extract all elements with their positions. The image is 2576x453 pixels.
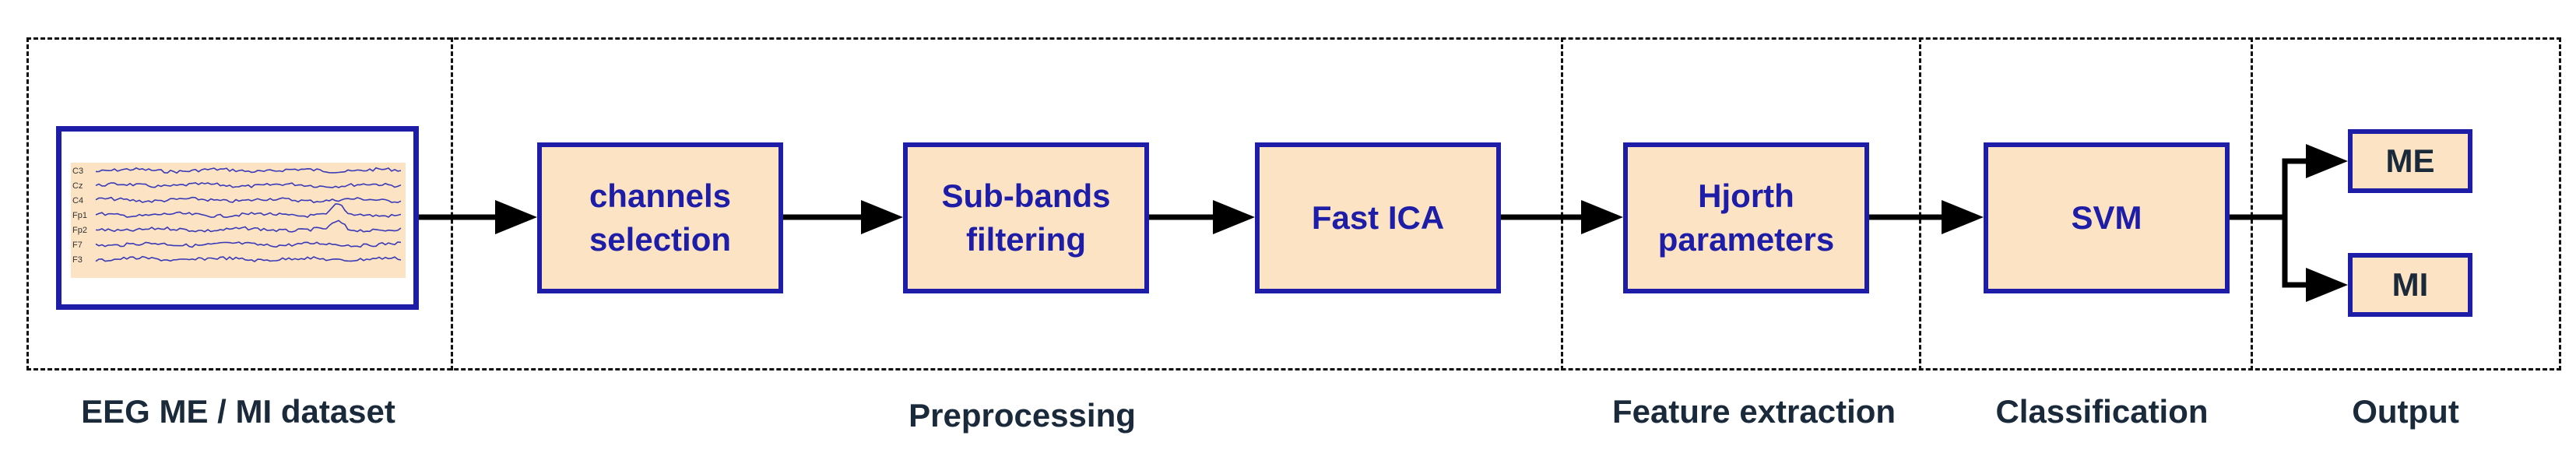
section-label-dataset: EEG ME / MI dataset: [81, 393, 395, 430]
eeg-channel-label: Cz: [72, 181, 83, 191]
sub-bands-filtering-line-1: Sub-bands: [941, 177, 1111, 214]
eeg-trace: [95, 241, 402, 248]
channels-selection-block: channels selection: [537, 142, 783, 293]
arrowhead-fastica: [1213, 200, 1255, 234]
arrowhead-me: [2306, 144, 2348, 178]
svm-label: SVM: [2071, 199, 2142, 236]
output-me-box: ME: [2348, 129, 2472, 193]
sub-bands-filtering-line-2: filtering: [966, 221, 1086, 258]
arrowhead-channels: [495, 200, 537, 234]
pipeline-frame: [26, 37, 2561, 370]
eeg-trace: [95, 167, 402, 174]
eeg-channel-label: Fp1: [72, 211, 87, 220]
output-mi-label: MI: [2391, 266, 2429, 303]
section-divider-feature: [1919, 37, 1921, 370]
section-label-classification: Classification: [1995, 393, 2209, 430]
arrowhead-subbands: [861, 200, 903, 234]
svm-block: SVM: [1984, 142, 2230, 293]
output-mi-box: MI: [2348, 253, 2472, 317]
eeg-channel-label: C4: [72, 196, 83, 205]
arrow-branch-mi: [2282, 217, 2309, 288]
section-divider-classification: [2251, 37, 2253, 370]
output-me-label: ME: [2385, 142, 2435, 179]
eeg-trace: [95, 203, 402, 219]
section-divider-preprocessing: [1561, 37, 1563, 370]
fast-ica-block: Fast ICA: [1255, 142, 1501, 293]
hjorth-line-2: parameters: [1657, 221, 1835, 258]
section-label-output: Output: [2352, 393, 2459, 430]
sub-bands-filtering-block: Sub-bands filtering: [903, 142, 1149, 293]
hjorth-line-1: Hjorth: [1698, 177, 1794, 214]
eeg-trace: [95, 181, 402, 188]
section-divider-dataset: [451, 37, 453, 370]
eeg-trace: [95, 255, 402, 262]
arrow-branch-me: [2282, 158, 2309, 217]
section-label-preprocessing: Preprocessing: [908, 397, 1136, 434]
section-label-feature-extraction: Feature extraction: [1611, 393, 1896, 430]
eeg-trace: [95, 196, 402, 204]
channels-selection-line-1: channels: [589, 177, 732, 214]
hjorth-parameters-block: Hjorth parameters: [1623, 142, 1869, 293]
channels-selection-line-2: selection: [589, 221, 732, 258]
fast-ica-label: Fast ICA: [1311, 199, 1445, 236]
eeg-trace: [96, 219, 402, 233]
eeg-channel-label: C3: [72, 167, 83, 176]
arrowhead-hjorth: [1581, 200, 1623, 234]
eeg-channel-label: F7: [72, 241, 83, 250]
eeg-channel-label: F3: [72, 255, 83, 265]
arrowhead-svm: [1942, 200, 1984, 234]
arrowhead-mi: [2306, 268, 2348, 302]
eeg-channel-label: Fp2: [72, 226, 87, 235]
